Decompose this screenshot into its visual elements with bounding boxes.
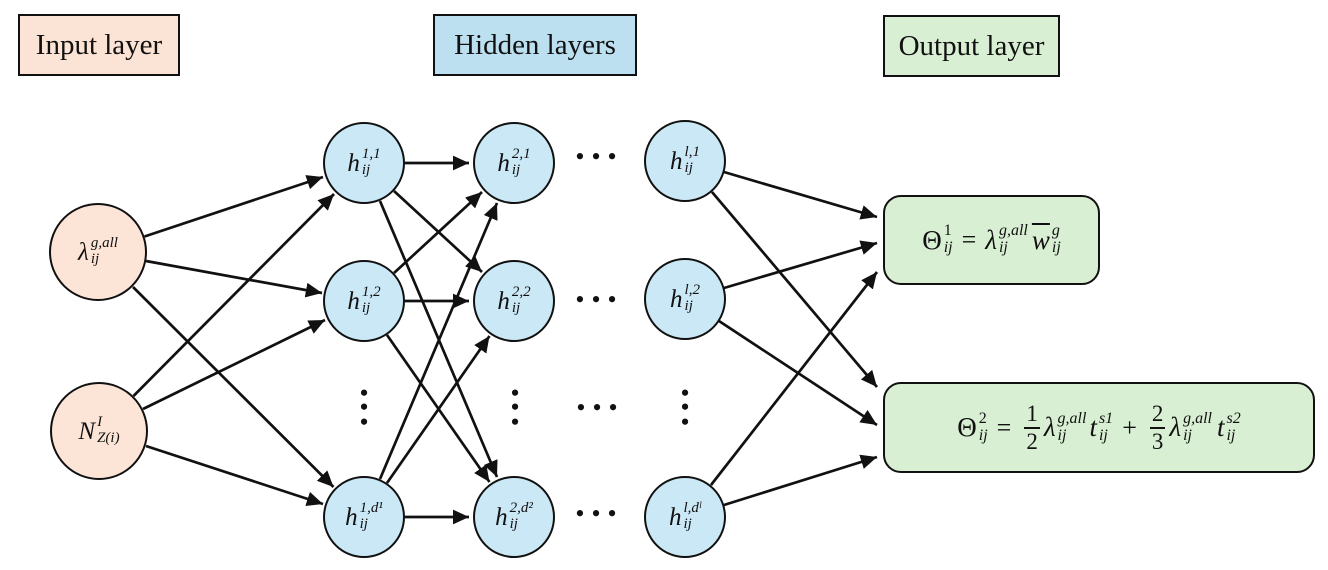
output-layer-label: Output layer: [883, 15, 1060, 77]
output-layer-label-text: Output layer: [898, 29, 1045, 62]
input-layer-label-text: Input layer: [35, 28, 163, 61]
vdots-col-1: •••: [359, 378, 369, 437]
equals-sign: =: [996, 412, 1012, 442]
vdots-col-2: •••: [510, 378, 520, 437]
equals-sign: =: [961, 225, 977, 254]
hdots-row-1: •••: [575, 142, 617, 171]
vdots-col-l: •••: [680, 378, 690, 437]
hdots-row-2: •••: [575, 285, 617, 314]
hdots-row-bottom: •••: [575, 499, 617, 528]
hidden-layers-label: Hidden layers: [433, 14, 637, 76]
hidden-layers-label-text: Hidden layers: [454, 28, 616, 61]
input-layer-label: Input layer: [18, 14, 180, 76]
hdots-row-middle: •••: [576, 393, 618, 422]
plus-sign: +: [1122, 412, 1137, 442]
